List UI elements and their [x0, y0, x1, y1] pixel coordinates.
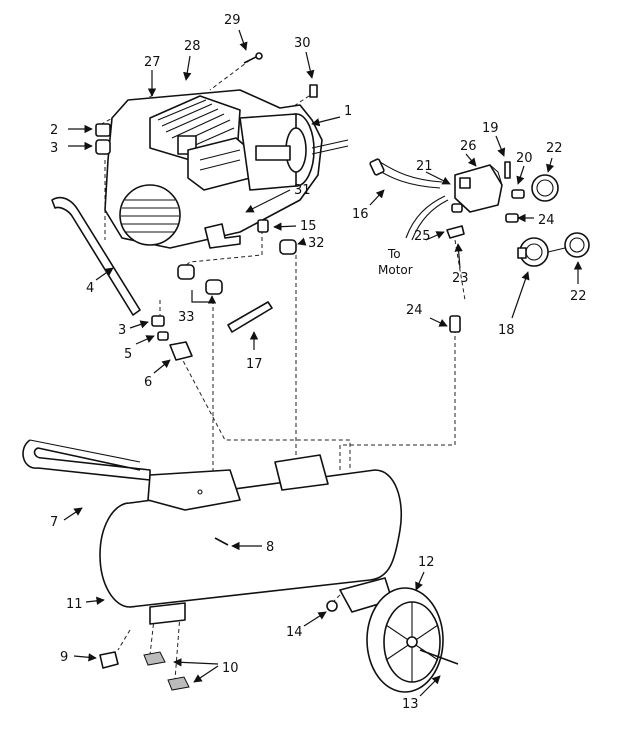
left-fittings — [51, 123, 273, 361]
to-motor-label-line2: Motor — [378, 263, 413, 277]
callout-2: 2 — [50, 123, 58, 138]
callout-16: 16 — [352, 207, 369, 222]
callout-30: 30 — [294, 36, 311, 51]
callout-17: 17 — [246, 357, 263, 372]
callout-14: 14 — [286, 625, 303, 640]
callout-9: 9 — [60, 650, 68, 665]
callout-6: 6 — [144, 375, 152, 390]
callout-3-upper: 3 — [50, 141, 58, 156]
callout-18: 18 — [498, 323, 515, 338]
screw-30-icon — [309, 84, 318, 98]
callout-11: 11 — [66, 597, 83, 612]
callout-25: 25 — [414, 229, 431, 244]
callout-26: 26 — [460, 139, 477, 154]
callout-19: 19 — [482, 121, 499, 136]
callout-27: 27 — [144, 55, 161, 70]
callout-24-lower: 24 — [406, 303, 423, 318]
tank-assembly — [22, 439, 459, 693]
callout-4: 4 — [86, 281, 94, 296]
callout-3-lower: 3 — [118, 323, 126, 338]
callout-24-upper: 24 — [538, 213, 555, 228]
callout-21: 21 — [416, 159, 433, 174]
callout-7: 7 — [50, 515, 58, 530]
pressure-switch-assembly — [369, 158, 590, 333]
callout-22-upper: 22 — [546, 141, 563, 156]
callout-12: 12 — [418, 555, 435, 570]
callout-20: 20 — [516, 151, 533, 166]
callout-29: 29 — [224, 13, 241, 28]
callout-8: 8 — [266, 540, 274, 555]
callout-23: 23 — [452, 271, 469, 286]
callout-31: 31 — [294, 183, 311, 198]
callout-13: 13 — [402, 697, 419, 712]
pump-motor-assembly — [104, 52, 349, 249]
screw-29-icon — [243, 52, 263, 64]
callout-leaders — [63, 29, 583, 697]
callout-28: 28 — [184, 39, 201, 54]
callout-22-lower: 22 — [570, 289, 587, 304]
callout-1: 1 — [344, 104, 352, 119]
callout-33: 33 — [178, 310, 195, 325]
callout-10: 10 — [222, 661, 239, 676]
isolators — [177, 219, 297, 295]
callout-labels: 29 28 27 30 1 2 3 4 3 5 6 17 31 15 32 33… — [50, 13, 587, 712]
to-motor-label-line1: To — [387, 247, 401, 261]
callout-15: 15 — [300, 219, 317, 234]
callout-5: 5 — [124, 347, 132, 362]
callout-32: 32 — [308, 236, 325, 251]
